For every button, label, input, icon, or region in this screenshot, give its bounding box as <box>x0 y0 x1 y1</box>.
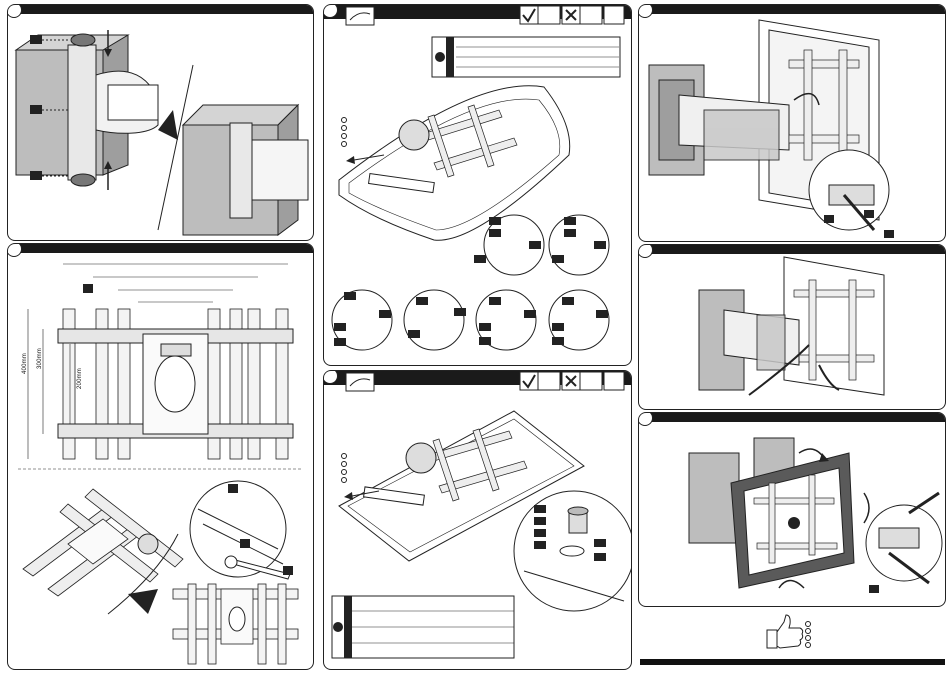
wall-arm-illustration <box>8 5 313 240</box>
step-panel-curved-tv <box>323 4 632 366</box>
step-panel-cable-management <box>638 244 946 410</box>
dimension-label-200: 200mm <box>77 368 83 389</box>
bracket-dimension-drawing <box>8 244 313 669</box>
footer-bar <box>640 659 945 665</box>
step-panel-adjust-tilt <box>638 412 946 607</box>
step-panel-wall-arm <box>7 4 314 241</box>
warning-icon <box>435 52 445 62</box>
dimension-label-400: 400mm <box>22 353 28 374</box>
cable-management-illustration <box>639 245 945 409</box>
step-panel-attach-tv <box>638 4 946 242</box>
check-icon <box>520 6 538 24</box>
curved-tv-illustration <box>324 5 631 365</box>
attach-tv-illustration <box>639 5 945 241</box>
step-panel-flat-tv <box>323 370 632 670</box>
thumbs-up-icon <box>762 612 822 652</box>
step-panel-bracket-dimensions: 400mm 300mm 200mm <box>7 243 314 670</box>
flat-tv-illustration <box>324 371 631 669</box>
adjust-tilt-illustration <box>639 413 945 606</box>
dimension-label-300: 300mm <box>37 348 43 369</box>
